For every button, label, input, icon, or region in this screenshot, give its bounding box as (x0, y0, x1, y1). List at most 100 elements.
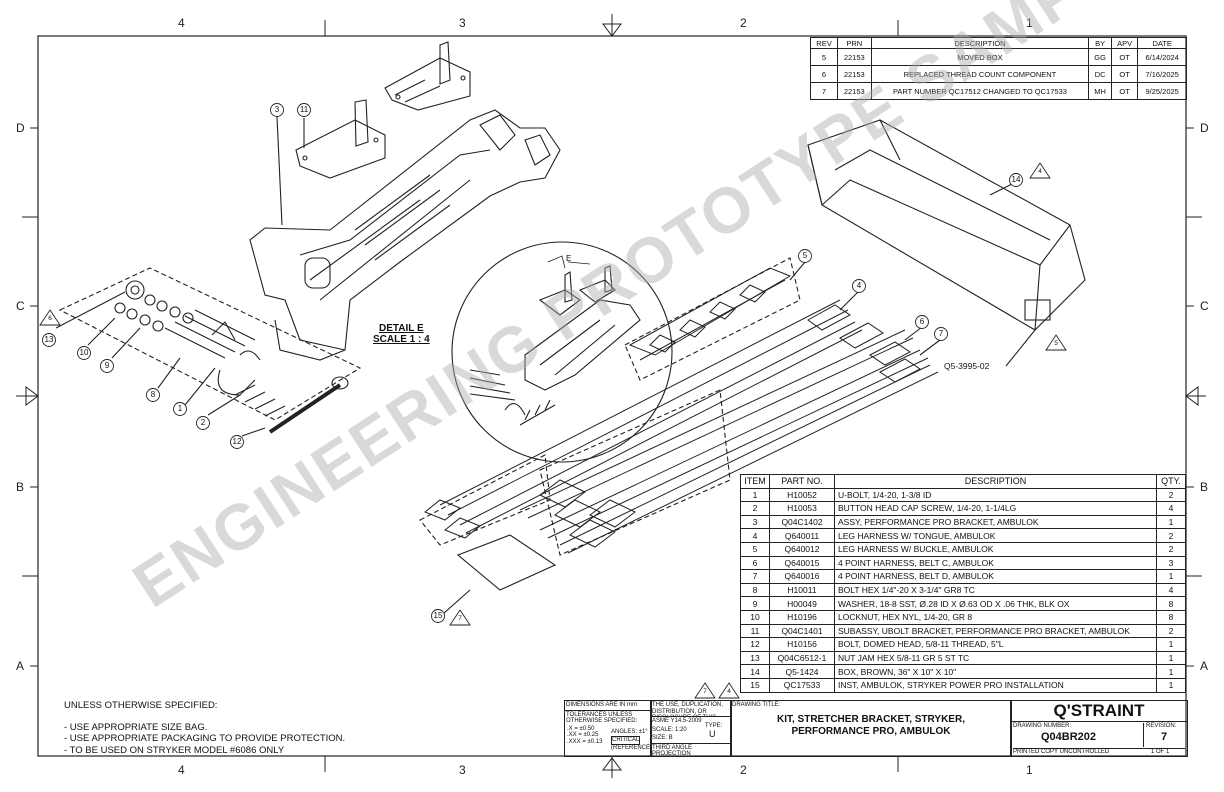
revision-flag: 4 (727, 688, 731, 695)
bom-cell: WASHER, 18-8 SST, Ø.28 ID X Ø.63 OD X .0… (834, 596, 1157, 611)
revision-cell: 7 (810, 82, 838, 100)
bom-cell: 13 (740, 650, 770, 666)
title-block-company: Q'STRAINT DRAWING NUMBER: Q04BR202 REVIS… (1010, 700, 1188, 757)
item-balloon: 15 (433, 611, 443, 620)
sheet-number: 1 OF 1 (1151, 749, 1170, 755)
detail-e-parts (469, 265, 641, 426)
drawing-title: KIT, STRETCHER BRACKET, STRYKER, PERFORM… (777, 713, 965, 737)
bom-cell: BOLT HEX 1/4"-20 X 3-1/4" GR8 TC (834, 582, 1157, 598)
item-balloon: 7 (938, 329, 944, 338)
bom-cell: 1 (1156, 650, 1186, 666)
bom-cell: 14 (740, 664, 770, 679)
drawing-number: Q04BR202 (1041, 731, 1097, 743)
critical-label: CRITICAL (611, 736, 641, 745)
dims-note: DIMENSIONS ARE IN mm (565, 701, 651, 711)
bom-cell: 4 (1156, 582, 1186, 598)
bom-cell: Q640016 (769, 569, 835, 584)
item-balloon: 11 (299, 105, 309, 114)
legal-notice: THE USE, DUPLICATION, DISTRIBUTION, OR D… (652, 702, 723, 716)
box-part-label: Q5-3995-02 (944, 361, 990, 371)
bom-cell: QC17533 (769, 677, 835, 693)
detail-view-letter: E (566, 254, 572, 263)
bom-cell: 4 POINT HARNESS, BELT D, AMBULOK (834, 569, 1157, 584)
box-part (807, 119, 1086, 331)
zone-row-label: D (16, 121, 25, 135)
revision-flag: 4 (1038, 168, 1042, 175)
bom-cell: LEG HARNESS W/ TONGUE, AMBULOK (834, 528, 1157, 543)
zone-col-label: 2 (740, 16, 747, 30)
bom-cell: 1 (1156, 677, 1186, 693)
bom-cell: NUT JAM HEX 5/8-11 GR 5 ST TC (834, 650, 1157, 666)
tolerance-angles: ANGLES: ±1° (611, 729, 648, 735)
title-block-drawing-title: DRAWING TITLE: KIT, STRETCHER BRACKET, S… (730, 700, 1012, 757)
zone-row-label: B (16, 480, 25, 494)
scale-label: SCALE: 1:20 (652, 726, 687, 733)
drawing-number-label: DRAWING NUMBER: (1013, 723, 1072, 729)
bom-cell: 8 (1156, 596, 1186, 611)
bom-cell: 10 (740, 609, 770, 625)
detail-e-scale: SCALE 1 : 4 (373, 334, 430, 345)
bom-cell: INST, AMBULOK, STRYKER POWER PRO INSTALL… (834, 677, 1157, 693)
bom-cell: Q5-1424 (769, 664, 835, 679)
bom-header-cell: DESCRIPTION (834, 474, 1157, 489)
harness-straps (424, 267, 939, 554)
bom-cell: 4 (1156, 501, 1186, 516)
bom-cell: BUTTON HEAD CAP SCREW, 1/4-20, 1-1/4LG (834, 501, 1157, 516)
title-block-tolerances: DIMENSIONS ARE IN mm TOLERANCES UNLESS O… (564, 700, 652, 757)
bom-cell: 9 (740, 596, 770, 611)
note-line: - TO BE USED ON STRYKER MODEL #6086 ONLY (64, 744, 285, 756)
bom-cell: Q640012 (769, 541, 835, 557)
zone-row-label: C (1200, 299, 1209, 313)
bom-cell: H10196 (769, 609, 835, 625)
revision-cell: 22153 (836, 82, 872, 100)
item-balloon: 6 (919, 317, 925, 326)
item-balloon: 13 (44, 335, 54, 344)
zone-row-label: A (16, 659, 25, 673)
bom-cell: 8 (1156, 609, 1186, 625)
bom-cell: 6 (740, 555, 770, 571)
bom-cell: 4 POINT HARNESS, BELT C, AMBULOK (834, 555, 1157, 571)
revision-cell: PART NUMBER QC17512 CHANGED TO QC17533 (870, 82, 1090, 100)
item-balloon: 2 (200, 418, 206, 427)
zone-row-label: C (16, 299, 25, 313)
item-balloon: 1 (177, 404, 183, 413)
item-balloon: 5 (802, 251, 808, 260)
item-balloon: 8 (150, 390, 156, 399)
revision-value: 7 (1161, 731, 1168, 743)
bom-cell: H10156 (769, 637, 835, 652)
bom-header-cell: ITEM (740, 474, 770, 489)
revision-flag: 5 (1054, 340, 1058, 347)
bom-cell: Q04C6512-1 (769, 650, 835, 666)
printed-notice: PRINTED COPY UNCONTROLLED (1013, 748, 1185, 756)
zone-col-label: 4 (178, 16, 185, 30)
bom-header-cell: QTY. (1156, 474, 1186, 489)
zone-row-label: D (1200, 121, 1209, 135)
bom-cell: 11 (740, 623, 770, 639)
zone-col-label: 3 (459, 763, 466, 777)
bracket-assembly-part (249, 109, 561, 361)
bom-cell: 1 (1156, 569, 1186, 584)
bom-cell: 8 (740, 582, 770, 598)
detail-e-label: DETAIL E SCALE 1 : 4 (373, 323, 430, 345)
revision-header-cell: BY (1088, 37, 1112, 49)
asme-standard: ASME Y14.5-2009 (651, 716, 731, 726)
bom-cell: 2 (740, 501, 770, 516)
bom-cell: U-BOLT, 1/4-20, 1-3/8 ID (834, 487, 1157, 503)
item-balloon: 10 (79, 348, 89, 357)
zone-row-label: A (1200, 659, 1209, 673)
